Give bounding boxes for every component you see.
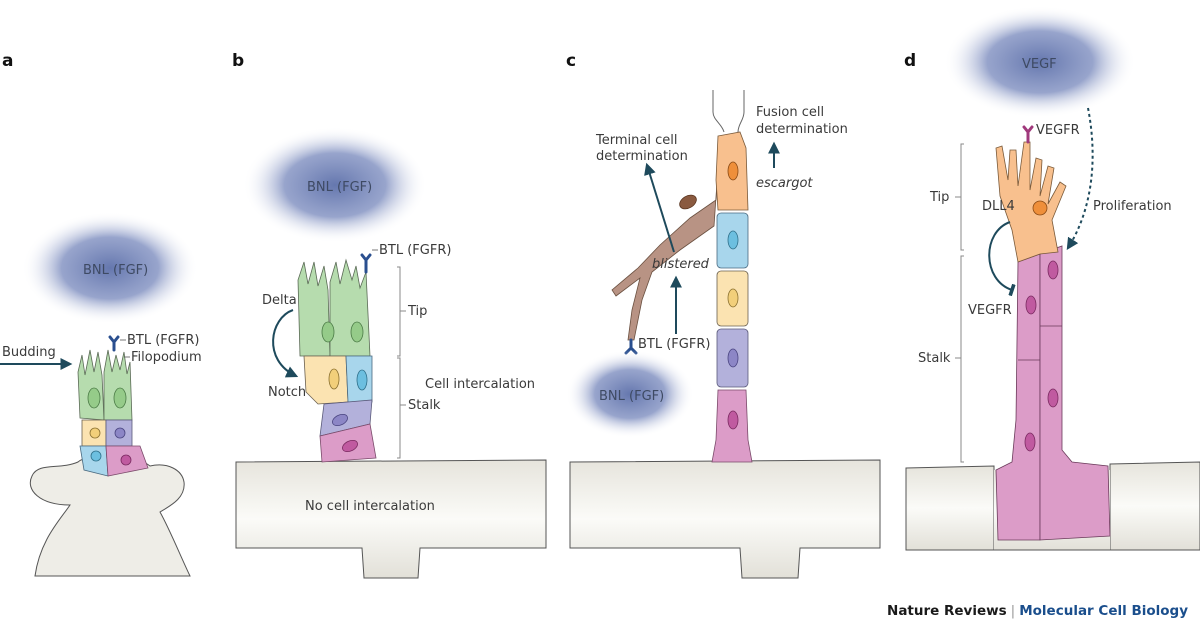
panel-b: b BNL (FGF) No cell intercalation BTL (F… [232, 51, 547, 579]
terminal-cell [611, 167, 719, 341]
vegfr-receptor-icon [1022, 125, 1034, 144]
fusion-branch-outline [712, 90, 745, 133]
panel-c: c Terminal cell determination Fusion cel… [566, 51, 881, 579]
stalk-label: Stalk [408, 398, 441, 413]
tip-bracket [397, 266, 401, 357]
trachea-tube [235, 459, 547, 579]
dll4-inhibition-icon [988, 221, 1016, 297]
panel-a: a BNL (FGF) BTL (FGFR) Filopodium Buddin… [0, 51, 202, 577]
btl-receptor-icon [108, 335, 120, 352]
filopodium-label: Filopodium [131, 350, 202, 365]
delta-label: Delta [262, 293, 297, 308]
btl-fgfr-label: BTL (FGFR) [379, 243, 451, 258]
no-cell-intercalation-label: No cell intercalation [305, 499, 435, 514]
tip-cell-right [329, 258, 371, 357]
stalk-label: Stalk [918, 351, 951, 366]
stalk-cell-yellow [303, 355, 349, 405]
btl-fgfr-label: BTL (FGFR) [638, 337, 710, 352]
bnl-fgf-label: BNL (FGF) [599, 389, 664, 404]
journal-separator: | [1010, 603, 1016, 619]
bnl-fgf-cloud [566, 350, 694, 438]
panel-d-letter: d [904, 51, 916, 71]
tip-bracket [960, 143, 964, 251]
bnl-fgf-label: BNL (FGF) [83, 263, 148, 278]
stalk-bracket [960, 255, 964, 463]
vegf-cloud [944, 6, 1136, 118]
panel-c-letter: c [566, 51, 576, 71]
notch-label: Notch [268, 385, 306, 400]
escargot-label: escargot [756, 176, 813, 191]
subjournal-name: Molecular Cell Biology [1019, 603, 1188, 619]
tip-cell [995, 141, 1067, 263]
journal-name: Nature Reviews [887, 603, 1007, 619]
terminal-cell-label-line1: Terminal cell [595, 133, 677, 148]
tip-cell-left [297, 261, 331, 357]
proliferation-arrow-icon [1066, 107, 1094, 251]
delta-notch-arrow-icon [272, 309, 299, 378]
vegfr-stalk-label: VEGFR [968, 303, 1012, 318]
fusion-cell-label-line2: determination [756, 122, 848, 137]
journal-credit: Nature Reviews|Molecular Cell Biology [887, 603, 1188, 619]
panel-a-letter: a [2, 51, 13, 71]
blistered-label: blistered [652, 257, 710, 272]
stalk-cell-right [1039, 245, 1111, 541]
proliferation-label: Proliferation [1093, 199, 1172, 214]
tip-label: Tip [407, 304, 427, 319]
fusion-cell-label-line1: Fusion cell [756, 105, 824, 120]
bnl-fgf-label: BNL (FGF) [307, 180, 372, 195]
panel-d: d VEGF VEGFR Proliferation DLL4 VEGFR [904, 6, 1200, 551]
bnl-fgf-cloud [22, 212, 198, 324]
budding-label: Budding [2, 345, 56, 360]
dll4-label: DLL4 [982, 199, 1015, 214]
cell-intercalation-label: Cell intercalation [425, 377, 535, 392]
blistered-arrow-icon [644, 162, 675, 253]
trachea-bud-base [29, 458, 191, 577]
stalk-bracket [397, 357, 401, 459]
vessel-tube [905, 465, 995, 551]
tip-label: Tip [929, 190, 949, 205]
vegf-label: VEGF [1022, 57, 1057, 72]
vegfr-top-label: VEGFR [1036, 123, 1080, 138]
terminal-cell-label-line2: determination [596, 149, 688, 164]
trachea-tube [569, 459, 881, 579]
panel-b-letter: b [232, 51, 244, 71]
btl-receptor-icon [360, 253, 372, 274]
btl-fgfr-label: BTL (FGFR) [127, 333, 199, 348]
bnl-fgf-cloud [243, 127, 427, 243]
tip-cells [77, 349, 133, 421]
